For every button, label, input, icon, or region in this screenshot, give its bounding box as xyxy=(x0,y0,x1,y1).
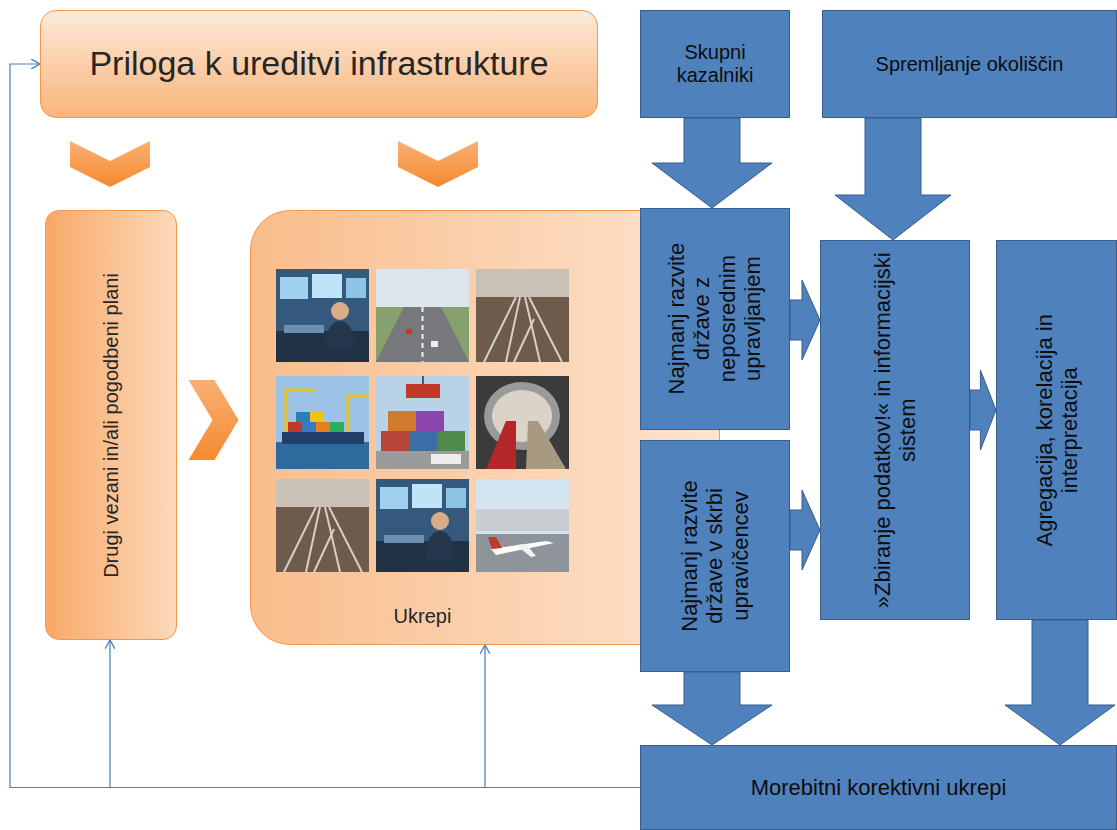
country-box: Najmanj razvite države v skrbi upravičen… xyxy=(640,440,790,672)
rail-photo xyxy=(276,479,369,572)
data-system-box: »Zbiranje podatkov!« in informacijski si… xyxy=(820,240,970,620)
country-box: Najmanj razvite države z neposrednim upr… xyxy=(640,208,790,430)
node-label: Morebitni korektivni ukrepi xyxy=(659,775,1099,800)
container-ship-photo xyxy=(276,376,369,469)
indicator-box: Skupni kazalniki xyxy=(640,10,790,118)
node-label: Najmanj razvite države v skrbi upravičen… xyxy=(677,452,753,660)
node-label: Skupni kazalniki xyxy=(650,41,780,87)
feedback-line xyxy=(110,640,640,788)
connector-group xyxy=(10,64,1115,788)
subway-photo xyxy=(476,376,569,469)
container-yard-photo xyxy=(376,376,469,469)
block-arrow xyxy=(652,672,772,745)
airport-photo xyxy=(476,479,569,572)
analysis-box: Agregacija, korelacija in interpretacija xyxy=(996,240,1117,620)
node-label: »Zbiranje podatkov!« in informacijski si… xyxy=(870,252,921,608)
highway-photo xyxy=(376,269,469,362)
control-room-photo xyxy=(276,269,369,362)
node-label: Spremljanje okoliščin xyxy=(835,53,1105,76)
block-arrow xyxy=(790,280,820,360)
block-arrow xyxy=(970,370,996,450)
chevron-arrow xyxy=(189,380,239,460)
block-arrow xyxy=(1005,620,1115,745)
node-label: Priloga k ureditvi infrastrukture xyxy=(84,44,554,83)
feedback-line xyxy=(10,64,640,788)
chevron-arrow xyxy=(70,141,150,187)
control-room-photo xyxy=(376,479,469,572)
node-label: Agregacija, korelacija in interpretacija xyxy=(1031,252,1082,608)
chevron-arrow xyxy=(398,141,478,187)
node-label: Drugi vezani in/ali pogodbeni plani xyxy=(100,222,123,628)
block-arrow xyxy=(790,490,820,570)
annex-box: Priloga k ureditvi infrastrukture xyxy=(40,10,598,118)
node-label: Najmanj razvite države z neposrednim upr… xyxy=(664,220,765,418)
plans-box: Drugi vezani in/ali pogodbeni plani xyxy=(45,210,177,640)
corrective-box: Morebitni korektivni ukrepi xyxy=(640,745,1117,830)
block-arrow xyxy=(652,118,772,208)
node-label: Ukrepi xyxy=(276,605,569,628)
block-arrow xyxy=(835,118,951,240)
feedback-line xyxy=(485,645,640,788)
rail-photo xyxy=(476,269,569,362)
monitoring-box: Spremljanje okoliščin xyxy=(822,10,1117,118)
